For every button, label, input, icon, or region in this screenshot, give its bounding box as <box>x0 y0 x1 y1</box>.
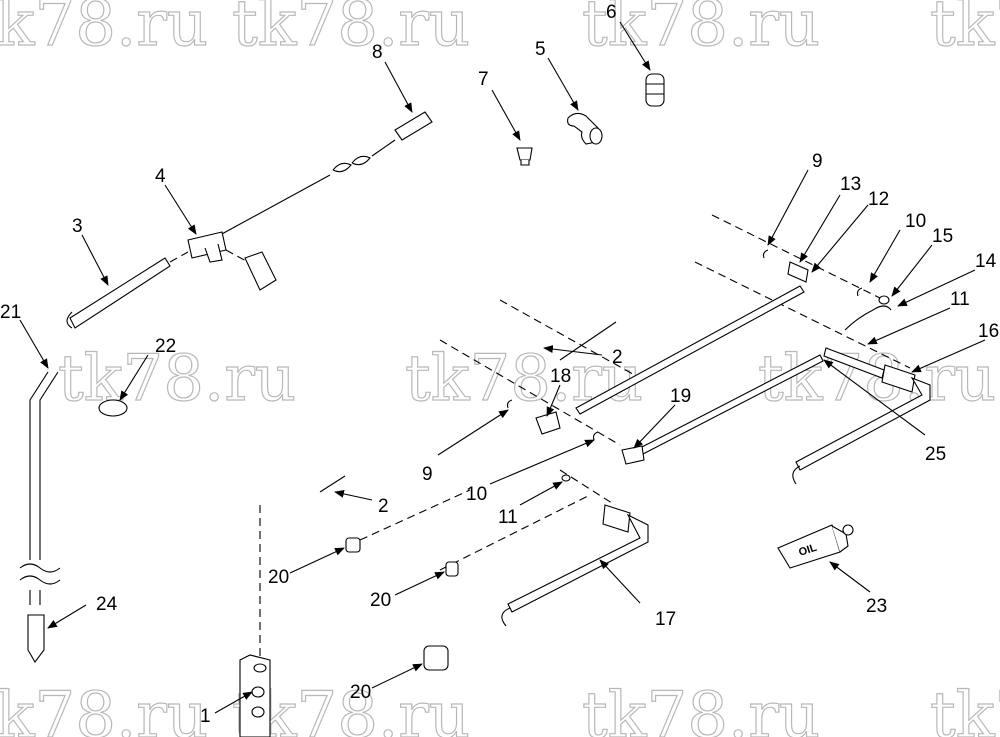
part-20-sleeve <box>345 537 459 671</box>
callout-15: 15 <box>932 226 953 247</box>
watermark: tk78.ru <box>582 0 820 61</box>
callout-20: 20 <box>350 682 371 703</box>
callout-10: 10 <box>466 484 487 505</box>
part-16-fitting-assembly <box>792 305 931 485</box>
part-21-long-tube <box>19 371 61 605</box>
part-22-clamp <box>98 399 128 417</box>
callout-17: 17 <box>655 609 676 630</box>
callout-19: 19 <box>670 386 691 407</box>
callout-2: 2 <box>378 496 389 517</box>
callout-20: 20 <box>268 567 289 588</box>
watermark: tk78.ru <box>232 0 470 61</box>
callout-14: 14 <box>975 251 997 272</box>
callout-10: 10 <box>905 211 926 232</box>
callout-20: 20 <box>370 590 391 611</box>
callout-11: 11 <box>950 289 970 310</box>
part-8-sensor-probe <box>219 111 433 236</box>
watermark: tk78.ru <box>758 342 996 416</box>
watermark: tk78.ru <box>405 342 643 416</box>
callout-1: 1 <box>200 706 211 727</box>
callout-5: 5 <box>535 39 546 60</box>
part-6-connector <box>645 73 665 107</box>
centerlines <box>259 214 911 660</box>
callout-6: 6 <box>606 2 617 23</box>
part-12-tube <box>575 261 809 415</box>
part-7-rivet <box>516 147 533 166</box>
callout-13: 13 <box>840 174 861 195</box>
callout-9: 9 <box>422 464 433 485</box>
watermark: tk78.ru <box>232 679 470 737</box>
callout-18: 18 <box>550 366 571 387</box>
watermark: tk78.ru <box>930 679 1000 737</box>
callout-8: 8 <box>372 42 383 63</box>
part-24-tip <box>27 614 45 663</box>
part-2-tubing <box>319 321 617 493</box>
callout-22: 22 <box>155 336 176 357</box>
part-3-tube <box>66 251 189 329</box>
callout-9: 9 <box>812 151 823 172</box>
watermark: tk78.ru <box>0 0 208 61</box>
callout-24: 24 <box>96 594 118 615</box>
oil-label: OIL <box>797 542 818 559</box>
watermark: tk78.ru <box>58 342 296 416</box>
watermark: tk78.ru <box>0 679 208 737</box>
part-1-bracket <box>239 654 271 737</box>
callout-11: 11 <box>498 507 518 528</box>
part-4-tee-fitting <box>187 231 277 291</box>
callout-12: 12 <box>868 189 889 210</box>
callout-16: 16 <box>978 321 999 342</box>
callout-7: 7 <box>478 69 489 90</box>
part-23-oil-tube: OIL <box>777 524 854 569</box>
watermark: tk78.ru <box>582 679 820 737</box>
callout-2: 2 <box>612 347 623 368</box>
callout-3: 3 <box>72 216 83 237</box>
part-19-fitting <box>621 445 645 465</box>
small-clips <box>506 249 890 482</box>
part-5-elbow-fitting <box>567 112 603 145</box>
leader-arrows <box>19 21 986 714</box>
watermark: tk78.ru <box>930 0 1000 61</box>
callout-4: 4 <box>155 166 166 187</box>
callout-23: 23 <box>866 596 887 617</box>
callout-25: 25 <box>925 444 946 465</box>
part-17-fitting-assembly <box>501 504 649 627</box>
callout-21: 21 <box>0 302 21 323</box>
